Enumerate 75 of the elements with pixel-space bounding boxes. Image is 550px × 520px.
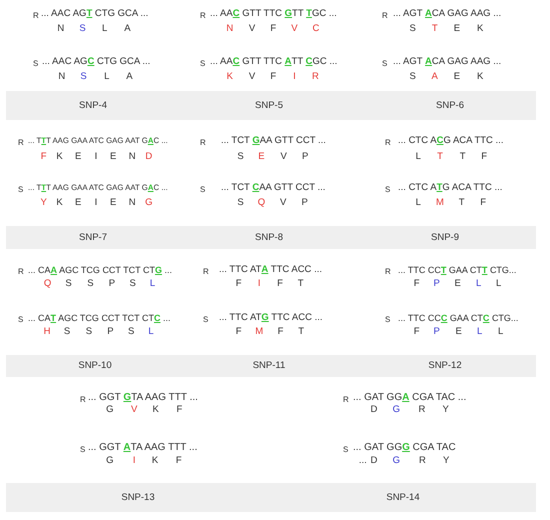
nucleotide-sequence: ... AGT ACA GAG AAG ...: [393, 8, 502, 20]
sequence-tag: R: [200, 11, 206, 21]
amino-acid-sequence: F P E L L: [414, 278, 502, 290]
amino-acid-sequence: D G R Y: [370, 404, 449, 416]
nucleotide-sequence: ... TTC CCT GAA CTT CTG...: [398, 264, 516, 276]
amino-acid-sequence: S Q V P: [237, 197, 308, 209]
nucleotide-sequence: ... TCT CAA GTT CCT ...: [221, 182, 326, 194]
sequence-tag: R: [382, 11, 388, 21]
amino-acid-sequence: N S L A: [57, 23, 131, 35]
nucleotide-sequence: ... AAC GTT TTC ATT CGC ...: [210, 56, 338, 68]
sequence-tag: R: [80, 395, 86, 405]
nucleotide-sequence: ... CAA AGC TCG CCT TCT CTG ...: [28, 264, 172, 276]
sequence-tag: R: [18, 267, 24, 277]
amino-acid-sequence: H S S P S L: [44, 326, 154, 338]
nucleotide-sequence: ... GGT ATA AAG TTT ...: [88, 442, 198, 454]
sequence-tag: R: [343, 395, 349, 405]
nucleotide-sequence: ... TCT GAA GTT CCT ...: [221, 135, 326, 147]
sequence-tag: S: [200, 59, 206, 69]
amino-acid-sequence: N S L A: [58, 71, 133, 83]
sequence-tag: R: [18, 138, 24, 148]
amino-acid-sequence: F I F T: [236, 278, 304, 290]
nucleotide-sequence: ... TTC CCC GAA CTC CTG...: [398, 312, 518, 324]
nucleotide-sequence: ... CAT AGC TCG CCT TCT CTC ...: [28, 312, 171, 324]
amino-acid-sequence: L T T F: [416, 151, 488, 163]
panel-caption: SNP-11: [252, 360, 286, 372]
nucleotide-sequence: ... TTC ATA TTC ACC ...: [219, 264, 322, 276]
panel-caption: SNP-5: [255, 100, 283, 112]
amino-acid-sequence: L M T F: [416, 197, 486, 209]
amino-acid-sequence: F K E I E N D: [40, 151, 152, 163]
amino-acid-sequence: ... D G R Y: [358, 455, 450, 467]
amino-acid-sequence: Q S S P S L: [44, 278, 156, 290]
amino-acid-sequence: Y K E I E N G: [40, 197, 153, 209]
amino-acid-sequence: F P E L L: [414, 326, 504, 338]
amino-acid-sequence: S A E K: [410, 71, 484, 83]
panel-caption: SNP-13: [121, 492, 155, 504]
nucleotide-sequence: ... GAT GGG CGA TAC: [353, 442, 456, 454]
sequence-tag: R: [203, 267, 209, 277]
nucleotide-sequence: ... AAC AGT CTG GCA ...: [41, 8, 148, 20]
sequence-tag: S: [385, 185, 390, 195]
sequence-tag: S: [33, 59, 38, 69]
sequence-tag: R: [33, 11, 39, 21]
sequence-tag: R: [385, 267, 391, 277]
panel-caption: SNP-7: [79, 232, 107, 244]
amino-acid-sequence: N V F V C: [226, 23, 320, 35]
sequence-tag: R: [200, 138, 206, 148]
nucleotide-sequence: ... CTC ACG ACA TTC ...: [398, 135, 504, 147]
sequence-tag: S: [80, 445, 86, 455]
sequence-tag: S: [203, 315, 208, 325]
sequence-tag: S: [343, 445, 348, 455]
sequence-tag: S: [18, 315, 24, 325]
amino-acid-sequence: S E V P: [237, 151, 308, 163]
amino-acid-sequence: S T E K: [410, 23, 484, 35]
nucleotide-sequence: ... GAT GGA CGA TAC ...: [353, 392, 466, 404]
sequence-tag: S: [385, 315, 390, 325]
nucleotide-sequence: ... TTC ATG TTC ACC ...: [219, 312, 322, 324]
amino-acid-sequence: F M F T: [236, 326, 304, 338]
nucleotide-sequence: ... AAC AGC CTG GCA ...: [42, 56, 150, 68]
amino-acid-sequence: G I K F: [106, 455, 182, 467]
nucleotide-sequence: ... AAC GTT TTC GTT TGC ...: [210, 8, 337, 20]
amino-acid-sequence: G V K F: [106, 404, 182, 416]
nucleotide-sequence: ... CTC ATG ACA TTC ...: [398, 182, 502, 194]
amino-acid-sequence: K V F I R: [226, 71, 319, 83]
panel-caption: SNP-9: [431, 232, 459, 244]
sequence-tag: S: [200, 185, 206, 195]
nucleotide-sequence: ... GGT GTA AAG TTT ...: [88, 392, 198, 404]
sequence-tag: R: [385, 138, 391, 148]
panel-caption: SNP-6: [436, 100, 464, 112]
sequence-tag: S: [18, 185, 24, 195]
panel-caption: SNP-8: [255, 232, 283, 244]
panel-caption: SNP-14: [386, 492, 420, 504]
sequence-tag: S: [382, 59, 388, 69]
panel-caption: SNP-4: [79, 100, 107, 112]
nucleotide-sequence: ... AGT ACA GAG AAG ...: [393, 56, 502, 68]
panel-caption: SNP-12: [428, 360, 462, 372]
panel-caption: SNP-10: [78, 360, 112, 372]
